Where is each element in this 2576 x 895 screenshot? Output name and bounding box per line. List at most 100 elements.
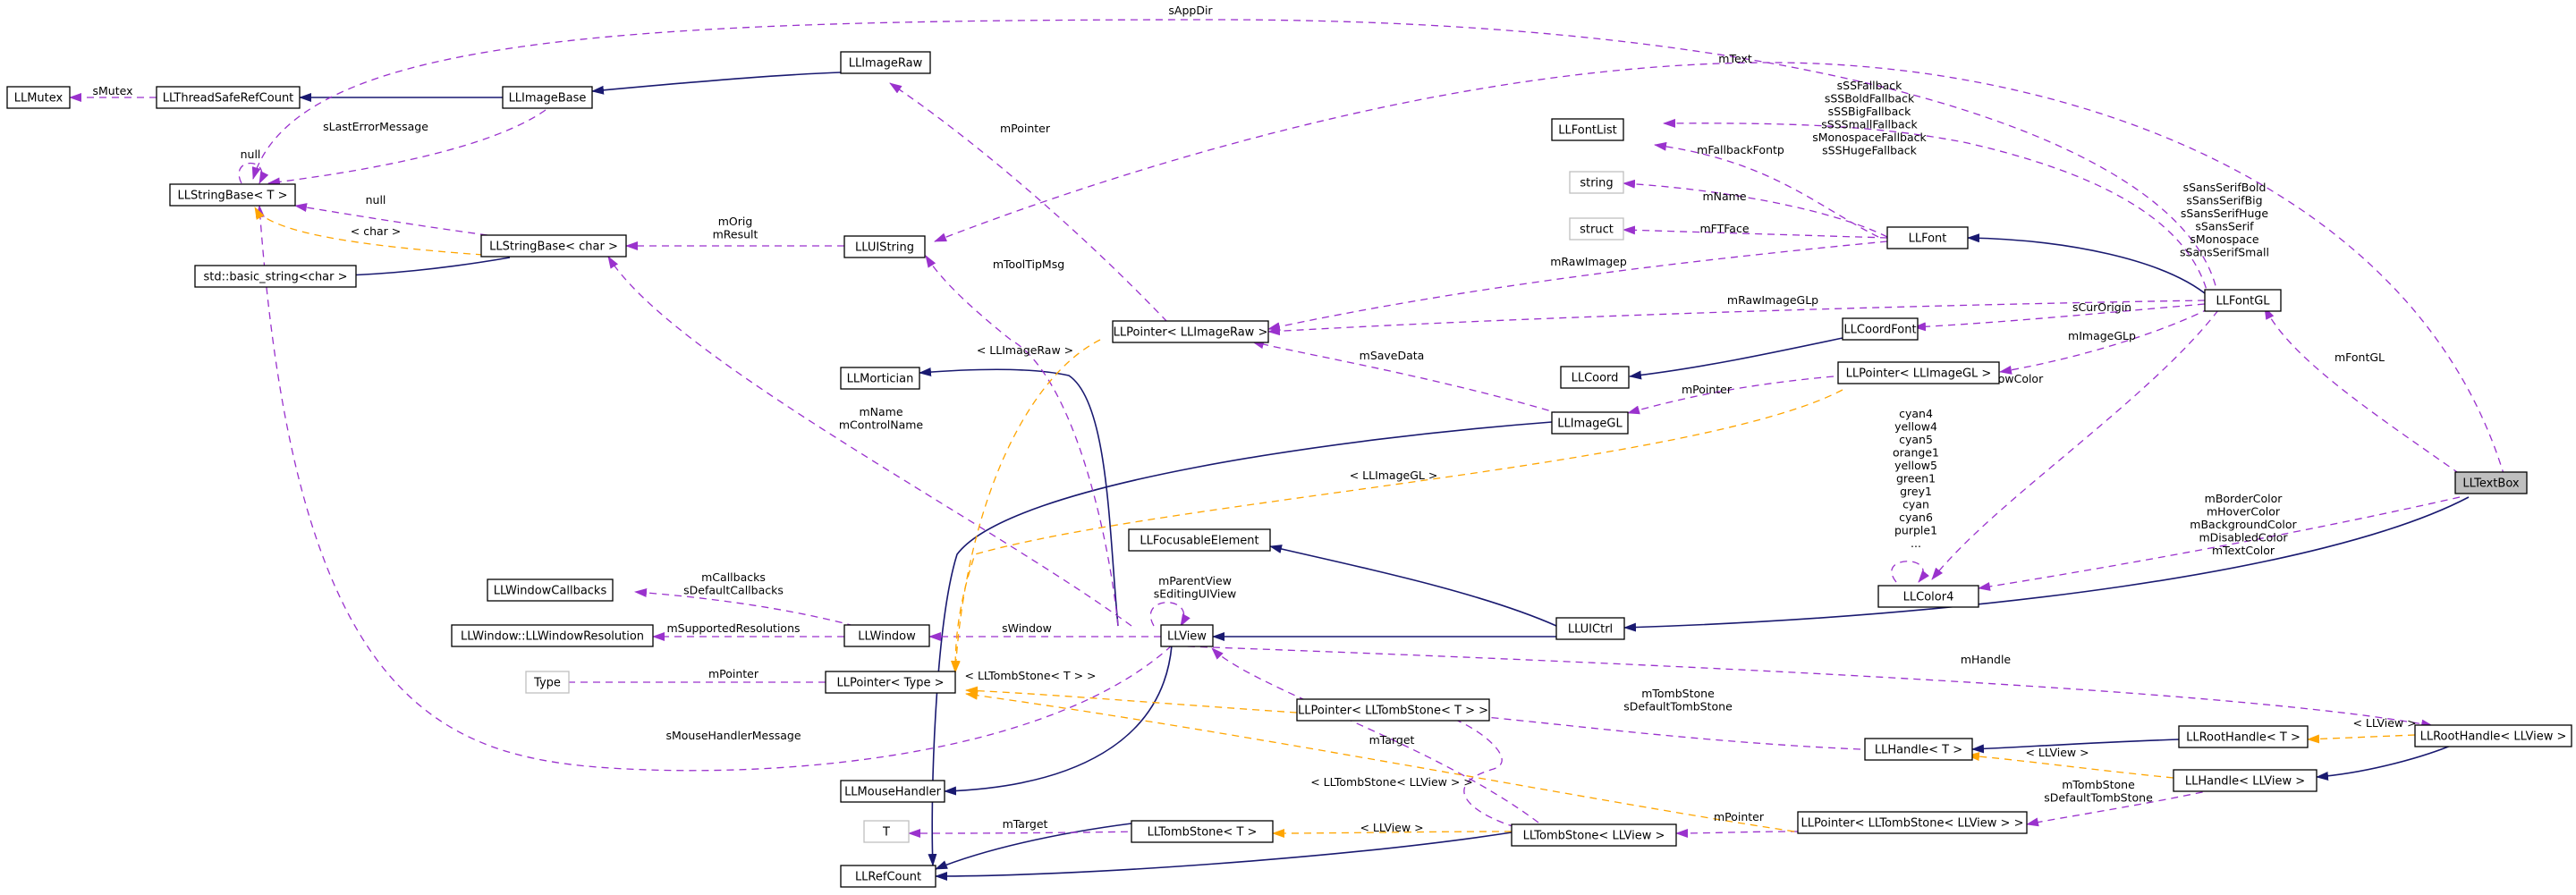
node-llrefcount[interactable]: LLRefCount [840, 865, 936, 888]
edge-mfallbackfontp [1654, 141, 1879, 238]
node-llpointer-llimagegl[interactable]: LLPointer< LLImageGL > [1837, 361, 2000, 384]
node-llthreadsaferefcount[interactable]: LLThreadSafeRefCount [156, 86, 301, 109]
node-box [194, 265, 357, 288]
edge-slasterrormessage [267, 109, 547, 187]
node-llpointer-llimageraw[interactable]: LLPointer< LLImageRaw > [1112, 320, 1269, 343]
edge-colors-self [1891, 561, 1930, 583]
node-llwindowresolution[interactable]: LLWindow::LLWindowResolution [451, 624, 654, 647]
node-label: LLFont [1909, 232, 1947, 246]
edge-lltombstonellview-to-llrefcount [935, 832, 1513, 881]
edge-mtext [934, 62, 2505, 477]
edge-label-mtext: mText [1718, 52, 1752, 65]
node-label: LLPointer< LLTombStone< T > > [1298, 705, 1488, 718]
node-lluistring[interactable]: LLUIString [843, 235, 926, 258]
node-lltombstone-llview[interactable]: LLTombStone< LLView > [1511, 823, 1677, 847]
edge-label-mtombstone-view: sDefaultTombStone [2044, 791, 2153, 805]
node-box [2414, 724, 2572, 747]
node-llwindow[interactable]: LLWindow [843, 624, 930, 647]
node-llimagebase[interactable]: LLImageBase [502, 86, 593, 109]
node-type: Type [525, 671, 570, 694]
node-label: LLFocusableElement [1140, 535, 1258, 548]
node-label: LLMortician [847, 373, 914, 386]
node-label: LLFontList [1558, 124, 1617, 138]
edge-null-base [294, 203, 488, 236]
node-llcoordfont[interactable]: LLCoordFont [1842, 317, 1919, 341]
node-llmousehandler[interactable]: LLMouseHandler [840, 780, 945, 803]
node-llimagegl[interactable]: LLImageGL [1551, 411, 1629, 435]
node-box [1842, 317, 1919, 341]
edge-mpointer-gl [1627, 376, 1835, 415]
node-llpointer-lltombstone-llview[interactable]: LLPointer< LLTombStone< LLView > > [1797, 811, 2028, 834]
node-lltextbox[interactable]: LLTextBox [2454, 471, 2528, 494]
node-label: LLPointer< LLTombStone< LLView > > [1801, 817, 2024, 831]
node-label: LLColor4 [1903, 591, 1954, 604]
edge-label-font-statics: sSansSerifBold [2183, 181, 2267, 194]
node-llhandle-llview[interactable]: LLHandle< LLView > [2173, 769, 2318, 792]
node-label: LLRootHandle< LLView > [2420, 730, 2567, 744]
edge-label-font-statics: sMonospace [2190, 232, 2258, 246]
edge-label-mpointer-gl: mPointer [1682, 383, 1733, 396]
edge-llimageraw-template [951, 339, 1101, 673]
node-box [1569, 217, 1624, 241]
edge-label-colors: cyan [1902, 498, 1929, 511]
node-llmutex[interactable]: LLMutex [6, 86, 71, 109]
node-lltombstone-t[interactable]: LLTombStone< T > [1131, 820, 1274, 843]
node-llwindowcallbacks[interactable]: LLWindowCallbacks [487, 578, 614, 602]
edge-lluictrl-to-llfocusableelement [1269, 545, 1557, 627]
node-label: T [882, 826, 890, 840]
node-llroothandle-t[interactable]: LLRootHandle< T > [2178, 725, 2309, 748]
node-box [1128, 528, 1271, 552]
edge-null-self [238, 163, 269, 184]
node-llcoord[interactable]: LLCoord [1560, 366, 1630, 389]
edge-label-font-statics: sSansSerif [2195, 220, 2254, 233]
node-llmortician[interactable]: LLMortician [840, 367, 920, 390]
edge-label-textbox-colors: mDisabledColor [2199, 531, 2288, 545]
node-llroothandle-llview[interactable]: LLRootHandle< LLView > [2414, 724, 2572, 747]
node-llview[interactable]: LLView [1160, 624, 1214, 647]
node-std-basic-string[interactable]: std::basic_string<char > [194, 265, 357, 288]
node-llfocusableelement[interactable]: LLFocusableElement [1128, 528, 1271, 552]
node-label: std::basic_string<char > [203, 271, 347, 284]
edge-label-mpointer-type: mPointer [708, 667, 759, 680]
edge-label-textbox-colors: mTextColor [2212, 544, 2275, 557]
edge-llimageraw-to-llimagebase [591, 71, 883, 95]
node-llfontlist[interactable]: LLFontList [1551, 118, 1624, 141]
node-box [1131, 820, 1274, 843]
node-lluictrl[interactable]: LLUICtrl [1555, 617, 1625, 640]
edge-char-template [254, 207, 484, 256]
edge-llimagegl-to-llrefcount [928, 421, 1553, 866]
node-llhandle-t[interactable]: LLHandle< T > [1864, 738, 1973, 761]
node-box [451, 624, 654, 647]
node-llfont[interactable]: LLFont [1886, 226, 1969, 249]
node-llpointer-type[interactable]: LLPointer< Type > [825, 671, 956, 694]
node-box [156, 86, 301, 109]
edge-label-mname-ctrl: mControlName [839, 418, 924, 432]
edge-mtombstone-t2 [1466, 712, 1861, 750]
node-box [840, 865, 936, 888]
node-llcolor4[interactable]: LLColor4 [1877, 585, 1979, 608]
node-label: LLCoord [1572, 372, 1619, 385]
node-llfontgl[interactable]: LLFontGL [2204, 289, 2282, 312]
node-llstringbase-t[interactable]: LLStringBase< T > [169, 183, 296, 207]
node-box [6, 86, 71, 109]
edge-label-char-tpl: < char > [351, 224, 402, 238]
edge-label-fallbacks: sSSSmallFallback [1821, 118, 1918, 131]
node-box [840, 780, 945, 803]
edge-mftface [1623, 225, 1888, 239]
edge-label-swindow: sWindow [1002, 621, 1052, 635]
node-label: LLUICtrl [1568, 623, 1613, 637]
edge-scurorigin [1913, 303, 2206, 332]
node-llstringbase-char[interactable]: LLStringBase< char > [480, 234, 627, 258]
edges [69, 19, 2505, 881]
edge-llview-root-template [2307, 734, 2416, 744]
node-llpointer-lltombstone-t[interactable]: LLPointer< LLTombStone< T > > [1296, 698, 1490, 722]
node-box [1837, 361, 2000, 384]
edge-label-colors: orange1 [1893, 446, 1939, 460]
node-llimageraw[interactable]: LLImageRaw [840, 51, 931, 74]
edge-label-sappdir: sAppDir [1168, 4, 1213, 17]
node-label: LLWindowCallbacks [494, 585, 607, 598]
node-box [1877, 585, 1979, 608]
edge-lltombstonet-to-llrefcount [935, 823, 1132, 870]
edge-mtooltipmsg [925, 255, 1119, 627]
edge-label-null-base: null [366, 193, 386, 207]
